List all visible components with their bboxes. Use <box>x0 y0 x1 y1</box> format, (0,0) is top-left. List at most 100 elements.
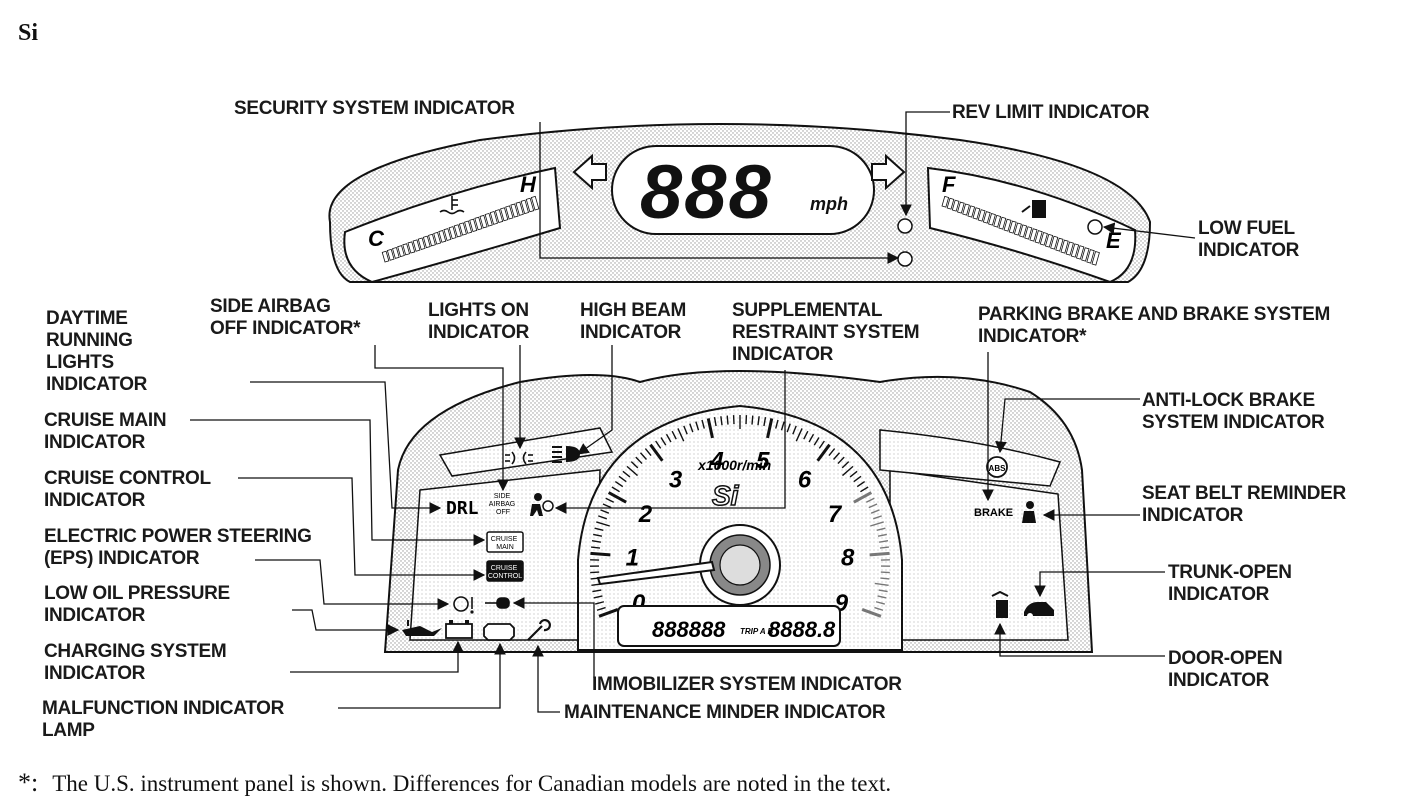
drl-icon: DRL <box>446 498 479 519</box>
tach-tick <box>605 497 615 503</box>
tach-tick <box>593 533 603 537</box>
si-badge: Si <box>712 480 740 511</box>
leader-eps <box>255 559 450 610</box>
seat-belt-icon <box>1022 501 1036 523</box>
leader-abs <box>995 398 1140 454</box>
tach-tick <box>614 481 624 488</box>
coolant-temp-icon <box>439 196 465 215</box>
temp-bar-segment <box>386 248 395 261</box>
temp-bar-segment <box>530 195 540 211</box>
speed-digits: 888 <box>640 150 773 235</box>
tach-tick <box>828 448 836 457</box>
tach-tick <box>644 448 652 457</box>
leader-low-fuel <box>1102 222 1196 239</box>
temp-cold-letter: C <box>368 226 385 251</box>
trip-label: TRIP A B <box>740 627 774 636</box>
fuel-bar-segment <box>1055 237 1064 252</box>
tach-tick <box>775 419 779 429</box>
tach-tick <box>853 475 862 483</box>
tach-tick <box>870 509 880 514</box>
low-oil-pressure-icon <box>402 620 442 636</box>
fuel-bar-segment <box>951 199 960 212</box>
leader-side-airbag <box>374 345 509 492</box>
fuel-bar-segment <box>1081 247 1090 262</box>
fuel-bar-segment <box>941 195 950 208</box>
tach-tick <box>878 589 888 593</box>
tach-tick <box>869 551 890 557</box>
leader-high-beam <box>577 345 613 455</box>
temp-bar-segment <box>412 239 421 252</box>
tach-number: 8 <box>841 545 855 572</box>
fuel-bar-segment <box>967 205 976 218</box>
odometer-display <box>617 605 841 647</box>
temp-bar-segment <box>484 212 493 227</box>
leader-trunk-open <box>1034 571 1165 598</box>
footnote-text: The U.S. instrument panel is shown. Diff… <box>52 771 892 796</box>
fuel-bar-segment <box>1034 230 1043 244</box>
tach-tick <box>751 415 754 425</box>
fuel-bar-segment <box>962 203 970 216</box>
temp-bar-segment <box>515 201 524 216</box>
high-beam-icon <box>552 446 580 463</box>
tach-unit: x1000r/min <box>697 457 771 473</box>
footnote-mark: *: <box>18 768 39 797</box>
label-eps: ELECTRIC POWER STEERING(EPS) INDICATOR <box>44 526 312 569</box>
fuel-bar-segment <box>1060 239 1069 254</box>
leader-charging <box>290 640 464 673</box>
tach-number: 2 <box>638 501 653 528</box>
tach-tick <box>792 425 797 435</box>
upper-meter-panel: 888 mph H C F E <box>328 123 1152 284</box>
temp-bar-segment <box>500 207 509 222</box>
page-corner-title: Si <box>18 20 39 46</box>
cruise-main-icon: CRUISE MAIN <box>486 531 524 553</box>
fuel-bar-segment <box>946 197 955 210</box>
tach-tick <box>856 481 866 488</box>
tach-number: 1 <box>626 545 639 572</box>
fuel-empty-letter: E <box>1106 228 1122 253</box>
tach-tick <box>591 539 601 543</box>
tach-tick <box>600 509 610 514</box>
temp-bar-segment <box>381 250 390 263</box>
leader-rev-limit <box>900 111 950 217</box>
tach-tick <box>596 521 610 527</box>
label-immobilizer: IMMOBILIZER SYSTEM INDICATOR <box>592 674 902 695</box>
temp-bar-segment <box>489 211 498 225</box>
security-indicator-light <box>897 251 913 267</box>
tach-tick <box>683 425 688 435</box>
tach-tick <box>875 601 885 605</box>
tach-tick <box>853 491 873 504</box>
tach-tick <box>594 527 604 532</box>
tach-number: 6 <box>798 466 812 493</box>
temp-bar-segment <box>479 214 488 229</box>
temp-bar-segment <box>525 197 535 213</box>
temp-bar-segment <box>453 224 462 238</box>
tach-tick <box>808 433 815 443</box>
tach-tick <box>665 433 672 443</box>
tach-tick <box>861 608 882 618</box>
fuel-bar-segment <box>1091 251 1100 266</box>
tach-number: 7 <box>828 501 843 528</box>
leader-maintenance <box>532 644 560 713</box>
fuel-bar-segment <box>998 216 1007 230</box>
leader-srs <box>554 370 786 514</box>
fuel-bar-segment <box>1086 249 1095 264</box>
fuel-bar-segment <box>977 209 986 222</box>
temp-bar-segment <box>422 235 431 249</box>
speed-display <box>611 145 875 235</box>
brake-icon: BRAKE <box>974 507 1013 519</box>
check-engine-icon <box>483 623 515 641</box>
temp-bar-segment <box>417 237 426 250</box>
fuel-bar-segment <box>988 212 996 226</box>
temp-bar-segment <box>392 247 400 259</box>
temp-bar-segment <box>469 218 478 233</box>
door-open-icon <box>991 590 1009 618</box>
svg-text:ABS: ABS <box>989 464 1007 473</box>
tach-tick <box>726 415 729 425</box>
